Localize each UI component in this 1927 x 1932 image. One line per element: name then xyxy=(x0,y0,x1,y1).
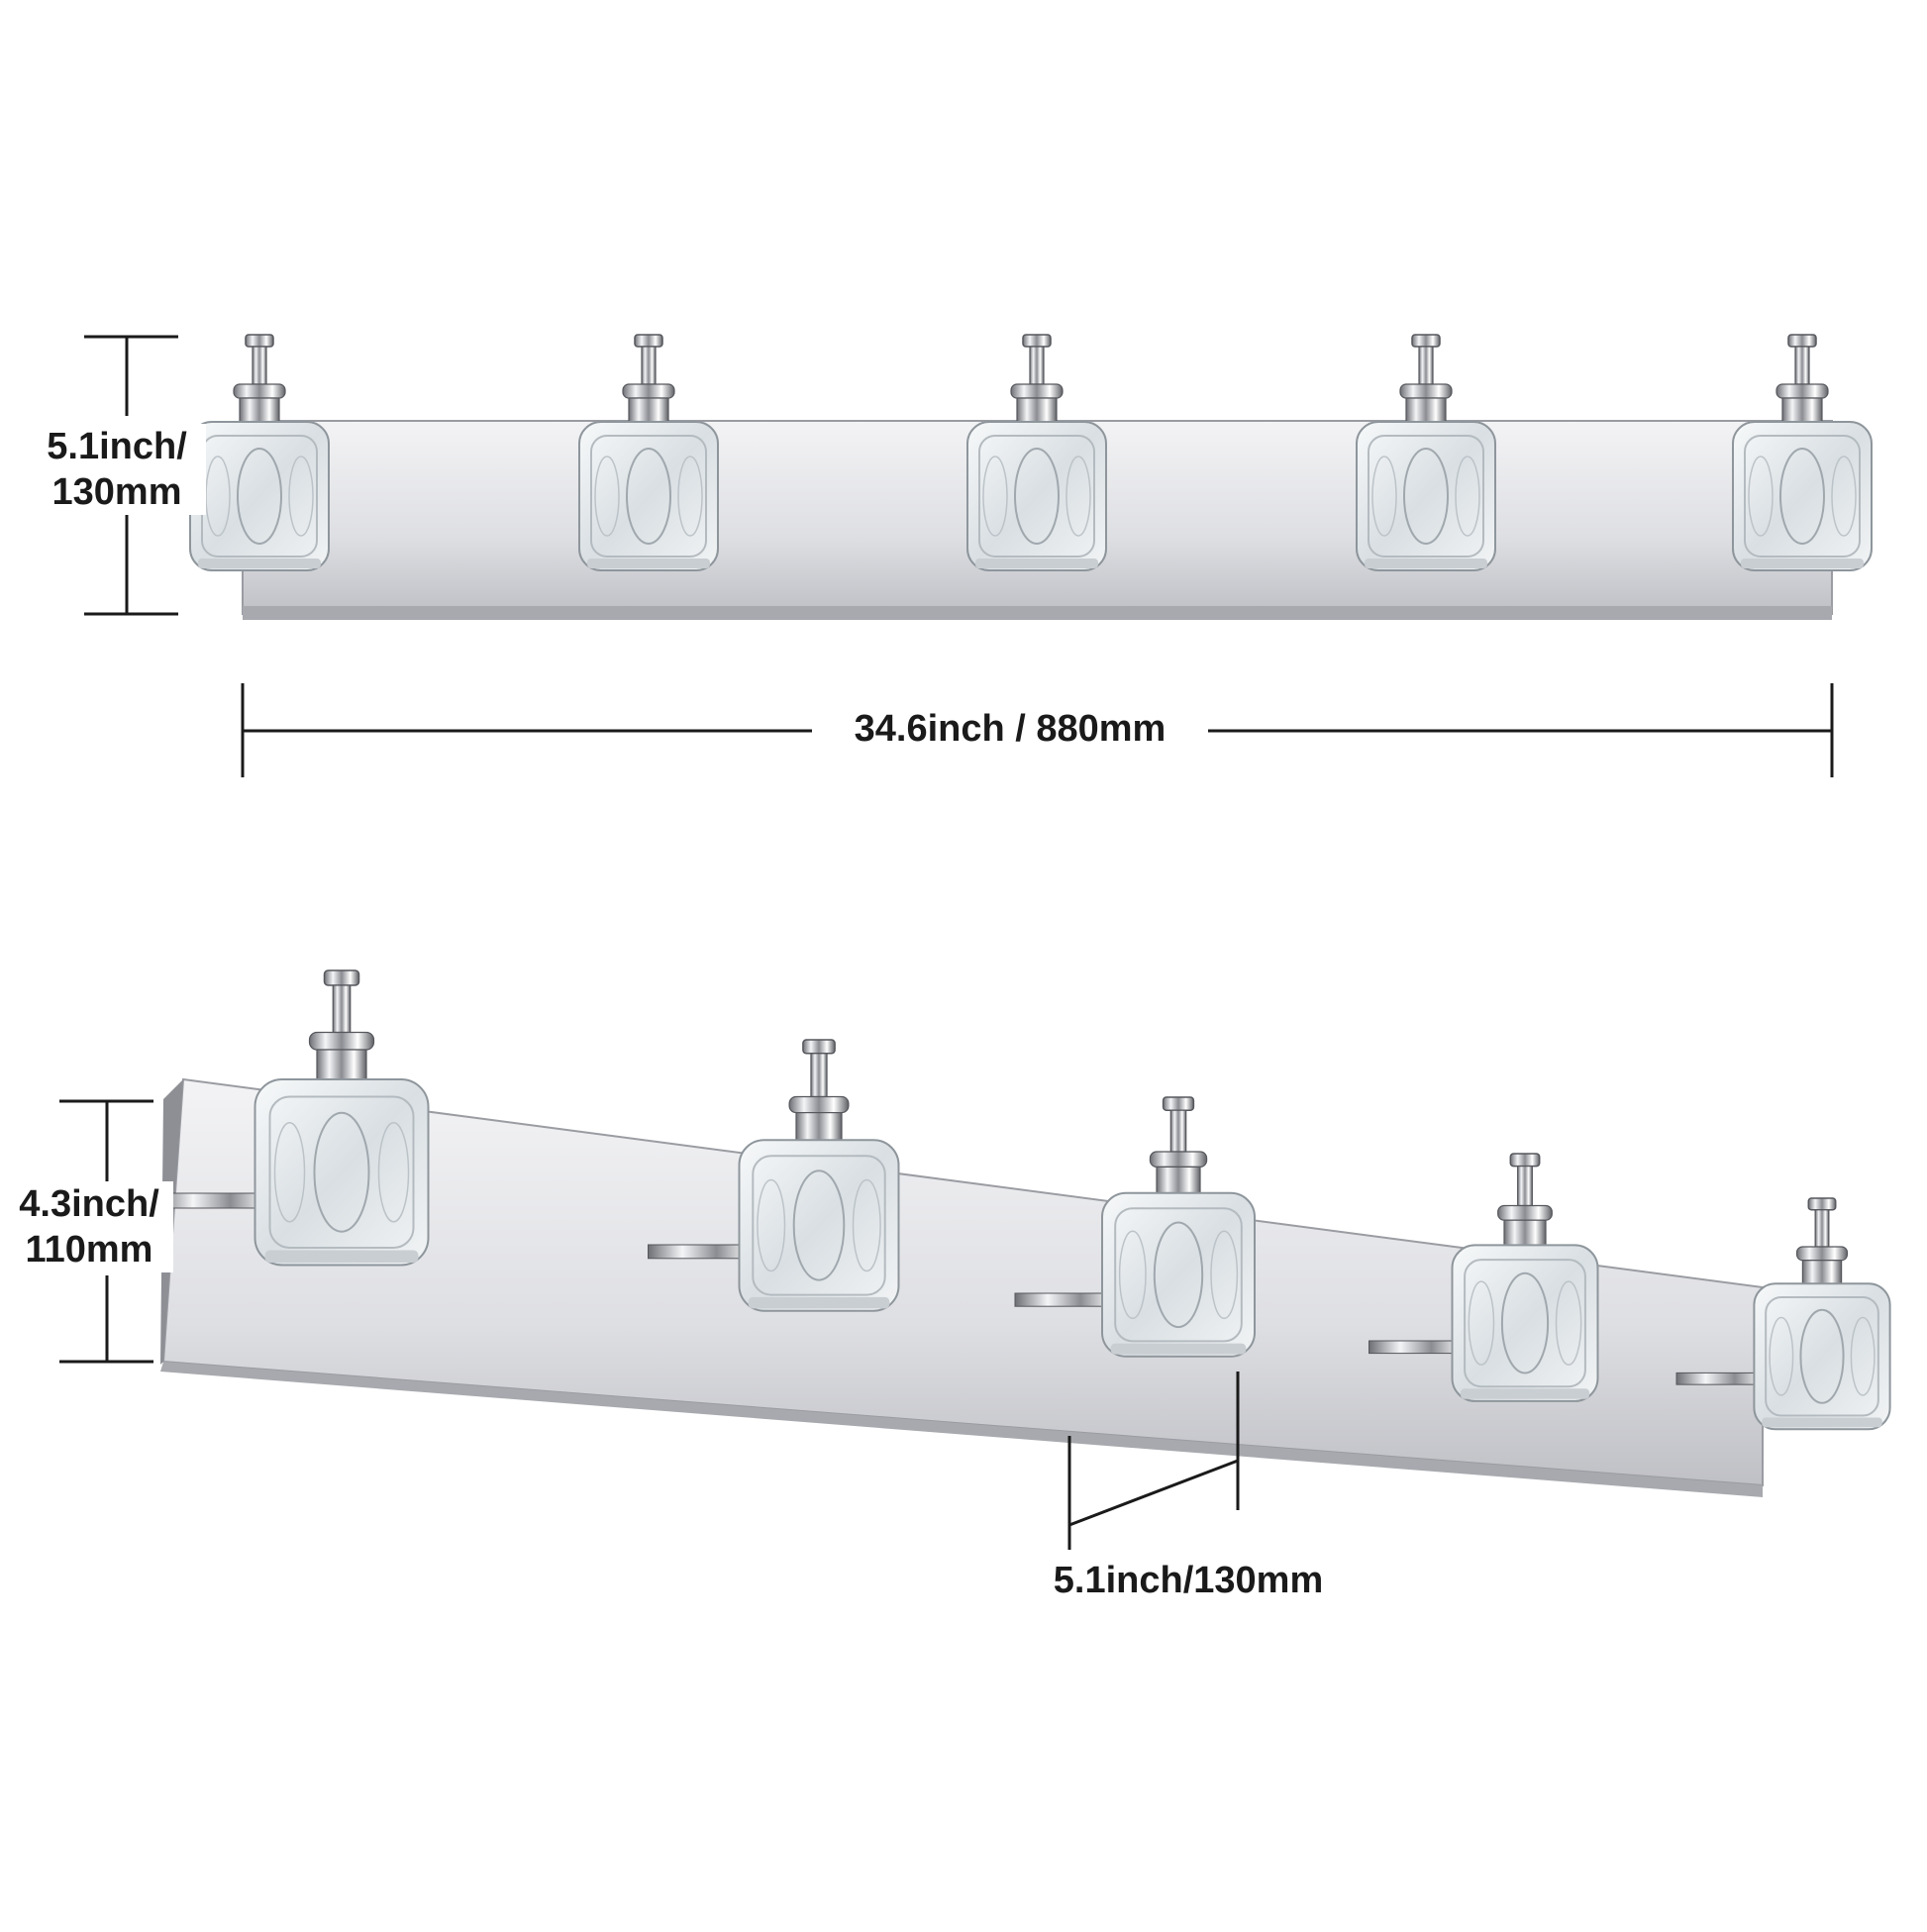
side-height-label: 4.3inch/ 110mm xyxy=(5,1181,173,1272)
front-light-3 xyxy=(966,334,1107,571)
angled-view xyxy=(155,969,1891,1497)
angled-light-2 xyxy=(738,1039,900,1312)
front-view xyxy=(189,334,1873,620)
front-light-4 xyxy=(1356,334,1496,571)
side-height-label-line1: 4.3inch/ xyxy=(19,1183,159,1225)
front-lights xyxy=(189,334,1873,571)
front-height-label-line2: 130mm xyxy=(51,471,182,513)
angled-lights xyxy=(155,969,1891,1431)
side-height-dimension xyxy=(59,1099,153,1364)
side-height-label-line2: 110mm xyxy=(25,1229,153,1271)
front-backplate-edge xyxy=(243,606,1832,620)
front-light-1 xyxy=(189,334,330,571)
angled-light-4 xyxy=(1451,1153,1599,1402)
front-width-dimension xyxy=(241,683,1834,777)
front-height-label: 5.1inch/ 130mm xyxy=(28,424,206,515)
front-light-5 xyxy=(1732,334,1873,571)
front-width-label: 34.6inch / 880mm xyxy=(824,706,1196,752)
angled-light-5 xyxy=(1753,1197,1891,1431)
side-depth-label: 5.1inch/130mm xyxy=(1040,1558,1337,1603)
angled-light-1 xyxy=(254,969,430,1267)
angled-light-3 xyxy=(1101,1096,1256,1358)
front-height-label-line1: 5.1inch/ xyxy=(47,426,187,467)
front-light-2 xyxy=(578,334,719,571)
front-height-dimension xyxy=(84,335,178,616)
side-depth-dimension xyxy=(1067,1372,1240,1550)
angled-backplate-edge xyxy=(160,1362,1763,1497)
